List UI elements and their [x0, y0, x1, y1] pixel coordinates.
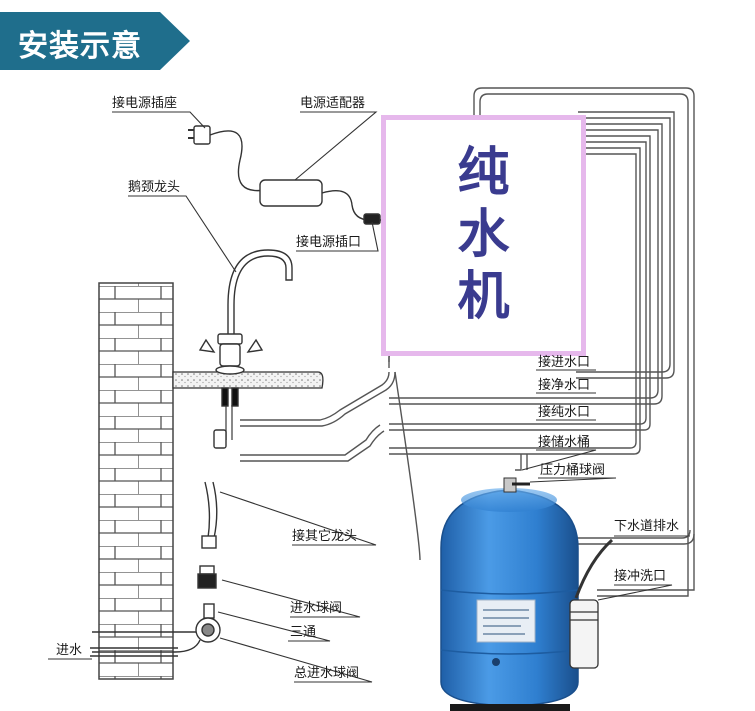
tee-connector: [203, 603, 215, 619]
power-plug: [188, 125, 266, 192]
label-tee: 三通: [290, 625, 317, 640]
label-power-adapter: 电源适配器: [300, 96, 366, 111]
countertop: [172, 371, 324, 389]
label-water-inlet-port: 接进水口: [538, 355, 591, 370]
power-adapter: [259, 179, 382, 225]
main-inlet-valve: [90, 617, 221, 657]
brick-wall: [98, 282, 174, 680]
label-power-socket: 接电源插座: [112, 96, 178, 111]
gooseneck-faucet: [198, 249, 293, 449]
label-tank-ball-valve: 压力桶球阀: [540, 463, 606, 478]
label-clean-water-port: 接净水口: [538, 378, 591, 393]
other-faucet-hose: [201, 481, 218, 549]
section-banner: 安装示意: [0, 12, 190, 70]
label-inlet-ball-valve: 进水球阀: [290, 601, 343, 616]
purifier-title: 纯水机: [457, 143, 510, 327]
label-power-port: 接电源插口: [296, 235, 362, 250]
label-sewer-drain: 下水道排水: [614, 519, 680, 534]
inlet-ball-valve: [197, 565, 217, 589]
label-flush-port: 接冲洗口: [614, 569, 667, 584]
label-pure-water-port: 接纯水口: [538, 405, 591, 420]
banner-background: [0, 12, 190, 70]
water-purifier-box: 纯水机: [381, 115, 586, 356]
drain-clamp: [569, 538, 614, 669]
tube-routing: [225, 371, 576, 561]
pressure-tank: [440, 477, 579, 711]
leader-lines: [48, 111, 690, 683]
label-main-inlet-valve: 总进水球阀: [294, 666, 360, 681]
label-gooseneck-faucet: 鹅颈龙头: [128, 180, 181, 195]
label-water-in: 进水: [56, 643, 83, 658]
banner-title: 安装示意: [18, 29, 142, 64]
label-storage-tank-port: 接储水桶: [538, 435, 591, 450]
label-other-faucet: 接其它龙头: [292, 529, 358, 544]
